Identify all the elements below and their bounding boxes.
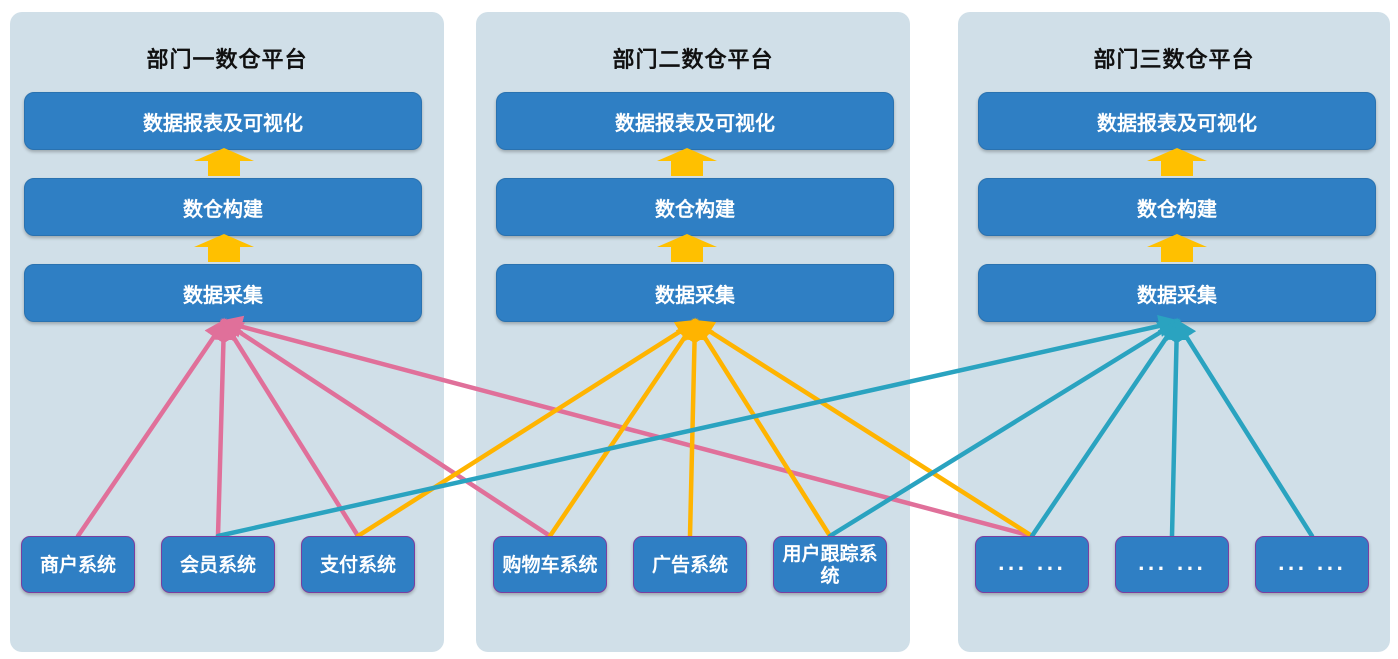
link-line-dept2-src6 — [691, 319, 1035, 539]
up-arrow-icon — [657, 148, 717, 262]
source-payment-system[interactable]: 支付系统 — [301, 536, 415, 593]
up-arrow-icon — [1147, 148, 1207, 262]
link-line-dept2-src3 — [547, 318, 698, 539]
dept3-layer-visualization[interactable]: 数据报表及可视化 — [978, 92, 1376, 150]
source-merchant-system[interactable]: 商户系统 — [21, 536, 135, 593]
dept1-layer-visualization[interactable]: 数据报表及可视化 — [24, 92, 422, 150]
dept1-layer-warehouse[interactable]: 数仓构建 — [24, 178, 422, 236]
link-line-dept1-src6 — [219, 315, 1035, 539]
dept2-layer-visualization[interactable]: 数据报表及可视化 — [496, 92, 894, 150]
dept1-title: 部门一数仓平台 — [146, 48, 308, 73]
up-arrow-icon — [194, 148, 254, 262]
source-placeholder-2[interactable]: ... ... — [1115, 536, 1229, 593]
link-line-dept1-src0 — [75, 318, 227, 539]
link-line-dept1-src1 — [212, 317, 235, 539]
link-line-dept3-src8 — [1174, 318, 1315, 539]
link-line-dept3-src5 — [827, 319, 1181, 539]
link-line-dept1-src3 — [220, 319, 553, 539]
source-cart-system[interactable]: 购物车系统 — [493, 536, 607, 593]
dept2-layer-warehouse[interactable]: 数仓构建 — [496, 178, 894, 236]
dept3-title: 部门三数仓平台 — [1093, 48, 1255, 73]
source-ad-system[interactable]: 广告系统 — [633, 536, 747, 593]
dept3-layer-collection[interactable]: 数据采集 — [978, 264, 1376, 322]
dept3-layer-warehouse[interactable]: 数仓构建 — [978, 178, 1376, 236]
dept2-layer-collection[interactable]: 数据采集 — [496, 264, 894, 322]
link-line-dept3-src1 — [215, 314, 1182, 539]
link-line-dept1-src2 — [221, 318, 361, 539]
source-member-system[interactable]: 会员系统 — [161, 536, 275, 593]
source-placeholder-1[interactable]: ... ... — [975, 536, 1089, 593]
source-placeholder-3[interactable]: ... ... — [1255, 536, 1369, 593]
link-line-dept2-src5 — [692, 318, 833, 539]
link-line-dept3-src6 — [1029, 318, 1180, 539]
link-line-dept3-src7 — [1165, 317, 1188, 539]
dept2-title: 部门二数仓平台 — [612, 48, 774, 73]
link-line-dept2-src2 — [355, 319, 699, 539]
source-user-tracking-system[interactable]: 用户跟踪系统 — [773, 536, 887, 593]
